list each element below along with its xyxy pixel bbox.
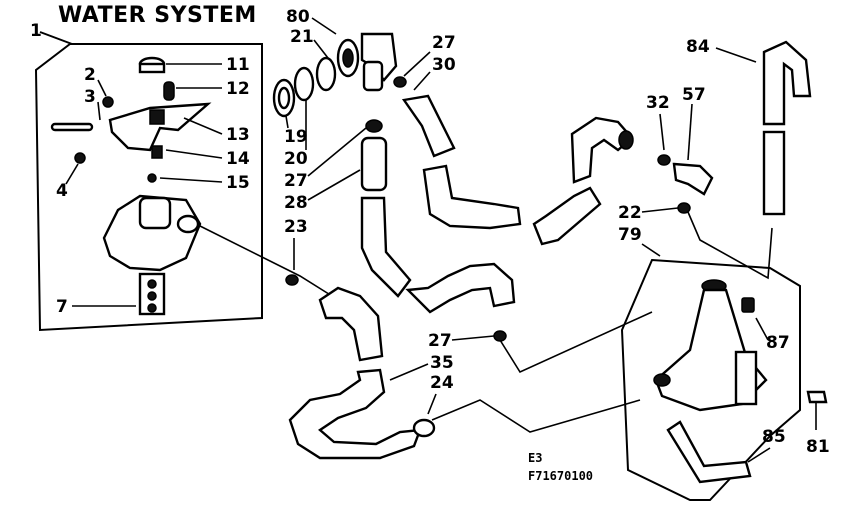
callout-87-arrow xyxy=(755,317,769,341)
figure-code: E3 xyxy=(528,451,542,465)
callout-2: 2 xyxy=(84,65,96,85)
callout-11: 11 xyxy=(226,55,250,75)
seal-rings xyxy=(272,32,398,118)
callout-85-arrow xyxy=(747,447,771,463)
diagram-title: WATER SYSTEM xyxy=(58,3,257,28)
clamp-27-top xyxy=(393,76,407,88)
callout-27b-arrow xyxy=(403,51,431,77)
callout-19-arrow xyxy=(285,115,289,129)
callout-80-arrow xyxy=(311,17,337,35)
hose-upper-right xyxy=(570,116,634,184)
callout-84: 84 xyxy=(686,37,710,57)
connector-line-left xyxy=(199,225,333,297)
callout-24-arrow xyxy=(427,393,437,415)
clamp-27 xyxy=(365,119,383,133)
pump-assembly xyxy=(653,279,768,484)
hose-end-dark xyxy=(618,130,634,150)
callout-27c: 27 xyxy=(428,331,452,351)
callout-15: 15 xyxy=(226,173,250,193)
callout-57-arrow xyxy=(687,103,693,161)
callout-35-arrow xyxy=(389,363,429,381)
hose-84-top xyxy=(762,40,812,126)
callout-28: 28 xyxy=(284,193,308,213)
callout-4-arrow xyxy=(65,163,79,185)
connector-line-bottom xyxy=(431,399,641,433)
clamp-27-lower xyxy=(493,330,507,342)
callout-21-arrow xyxy=(313,39,329,59)
callout-80: 80 xyxy=(286,7,310,27)
elbow-57 xyxy=(672,162,714,196)
screw-81 xyxy=(806,390,828,404)
callout-24: 24 xyxy=(430,373,454,393)
hose-84-bottom xyxy=(762,130,786,216)
callout-35: 35 xyxy=(430,353,454,373)
callout-23: 23 xyxy=(284,217,308,237)
callout-4: 4 xyxy=(56,181,68,201)
callout-3: 3 xyxy=(84,87,96,107)
figure-number: F71670100 xyxy=(528,469,593,483)
hose-lower-right xyxy=(405,262,516,314)
callout-87: 87 xyxy=(766,333,790,353)
callout-32-arrow xyxy=(659,113,665,151)
hose-30 xyxy=(401,94,456,158)
callout-85: 85 xyxy=(762,427,786,447)
callout-32: 32 xyxy=(646,93,670,113)
hose-diagonal xyxy=(532,186,602,246)
callout-22-arrow xyxy=(641,207,679,213)
connector-line-right xyxy=(687,211,773,280)
tube-28 xyxy=(360,136,388,192)
valve-assembly xyxy=(50,56,212,316)
callout-13: 13 xyxy=(226,125,250,145)
callout-13-arrow xyxy=(183,117,223,135)
callout-84-arrow xyxy=(715,47,757,63)
callout-3-arrow xyxy=(97,101,101,121)
callout-79-arrow xyxy=(641,243,661,257)
callout-27a-arrow xyxy=(307,127,367,177)
callout-30: 30 xyxy=(432,55,456,75)
connector-line-middle xyxy=(499,311,653,374)
callout-22: 22 xyxy=(618,203,642,223)
callout-15-arrow xyxy=(159,177,223,183)
callout-19: 19 xyxy=(284,127,308,147)
clamp-24-ring xyxy=(412,418,436,438)
assembly-1-box xyxy=(34,43,263,332)
callout-28-arrow xyxy=(307,169,361,201)
callout-14-arrow xyxy=(165,149,223,159)
clamp-22 xyxy=(677,202,691,214)
callout-79: 79 xyxy=(618,225,642,245)
callout-27a: 27 xyxy=(284,171,308,191)
callout-12: 12 xyxy=(226,79,250,99)
callout-81: 81 xyxy=(806,437,830,457)
hose-middle xyxy=(422,164,522,230)
callout-7: 7 xyxy=(56,297,68,317)
callout-2-arrow xyxy=(97,79,107,97)
callout-27c-arrow xyxy=(451,335,495,341)
callout-30-arrow xyxy=(413,71,431,91)
callout-57: 57 xyxy=(682,85,706,105)
clamp-23 xyxy=(285,274,299,286)
callout-1: 1 xyxy=(30,21,42,41)
clamp-32 xyxy=(657,154,671,166)
callout-1-arrow xyxy=(39,31,73,45)
callout-27b: 27 xyxy=(432,33,456,53)
hose-35-upper xyxy=(318,286,384,362)
callout-20: 20 xyxy=(284,149,308,169)
callout-21: 21 xyxy=(290,27,314,47)
hose-lower-left xyxy=(360,196,412,298)
callout-14: 14 xyxy=(226,149,250,169)
hose-35-lower xyxy=(288,368,422,460)
